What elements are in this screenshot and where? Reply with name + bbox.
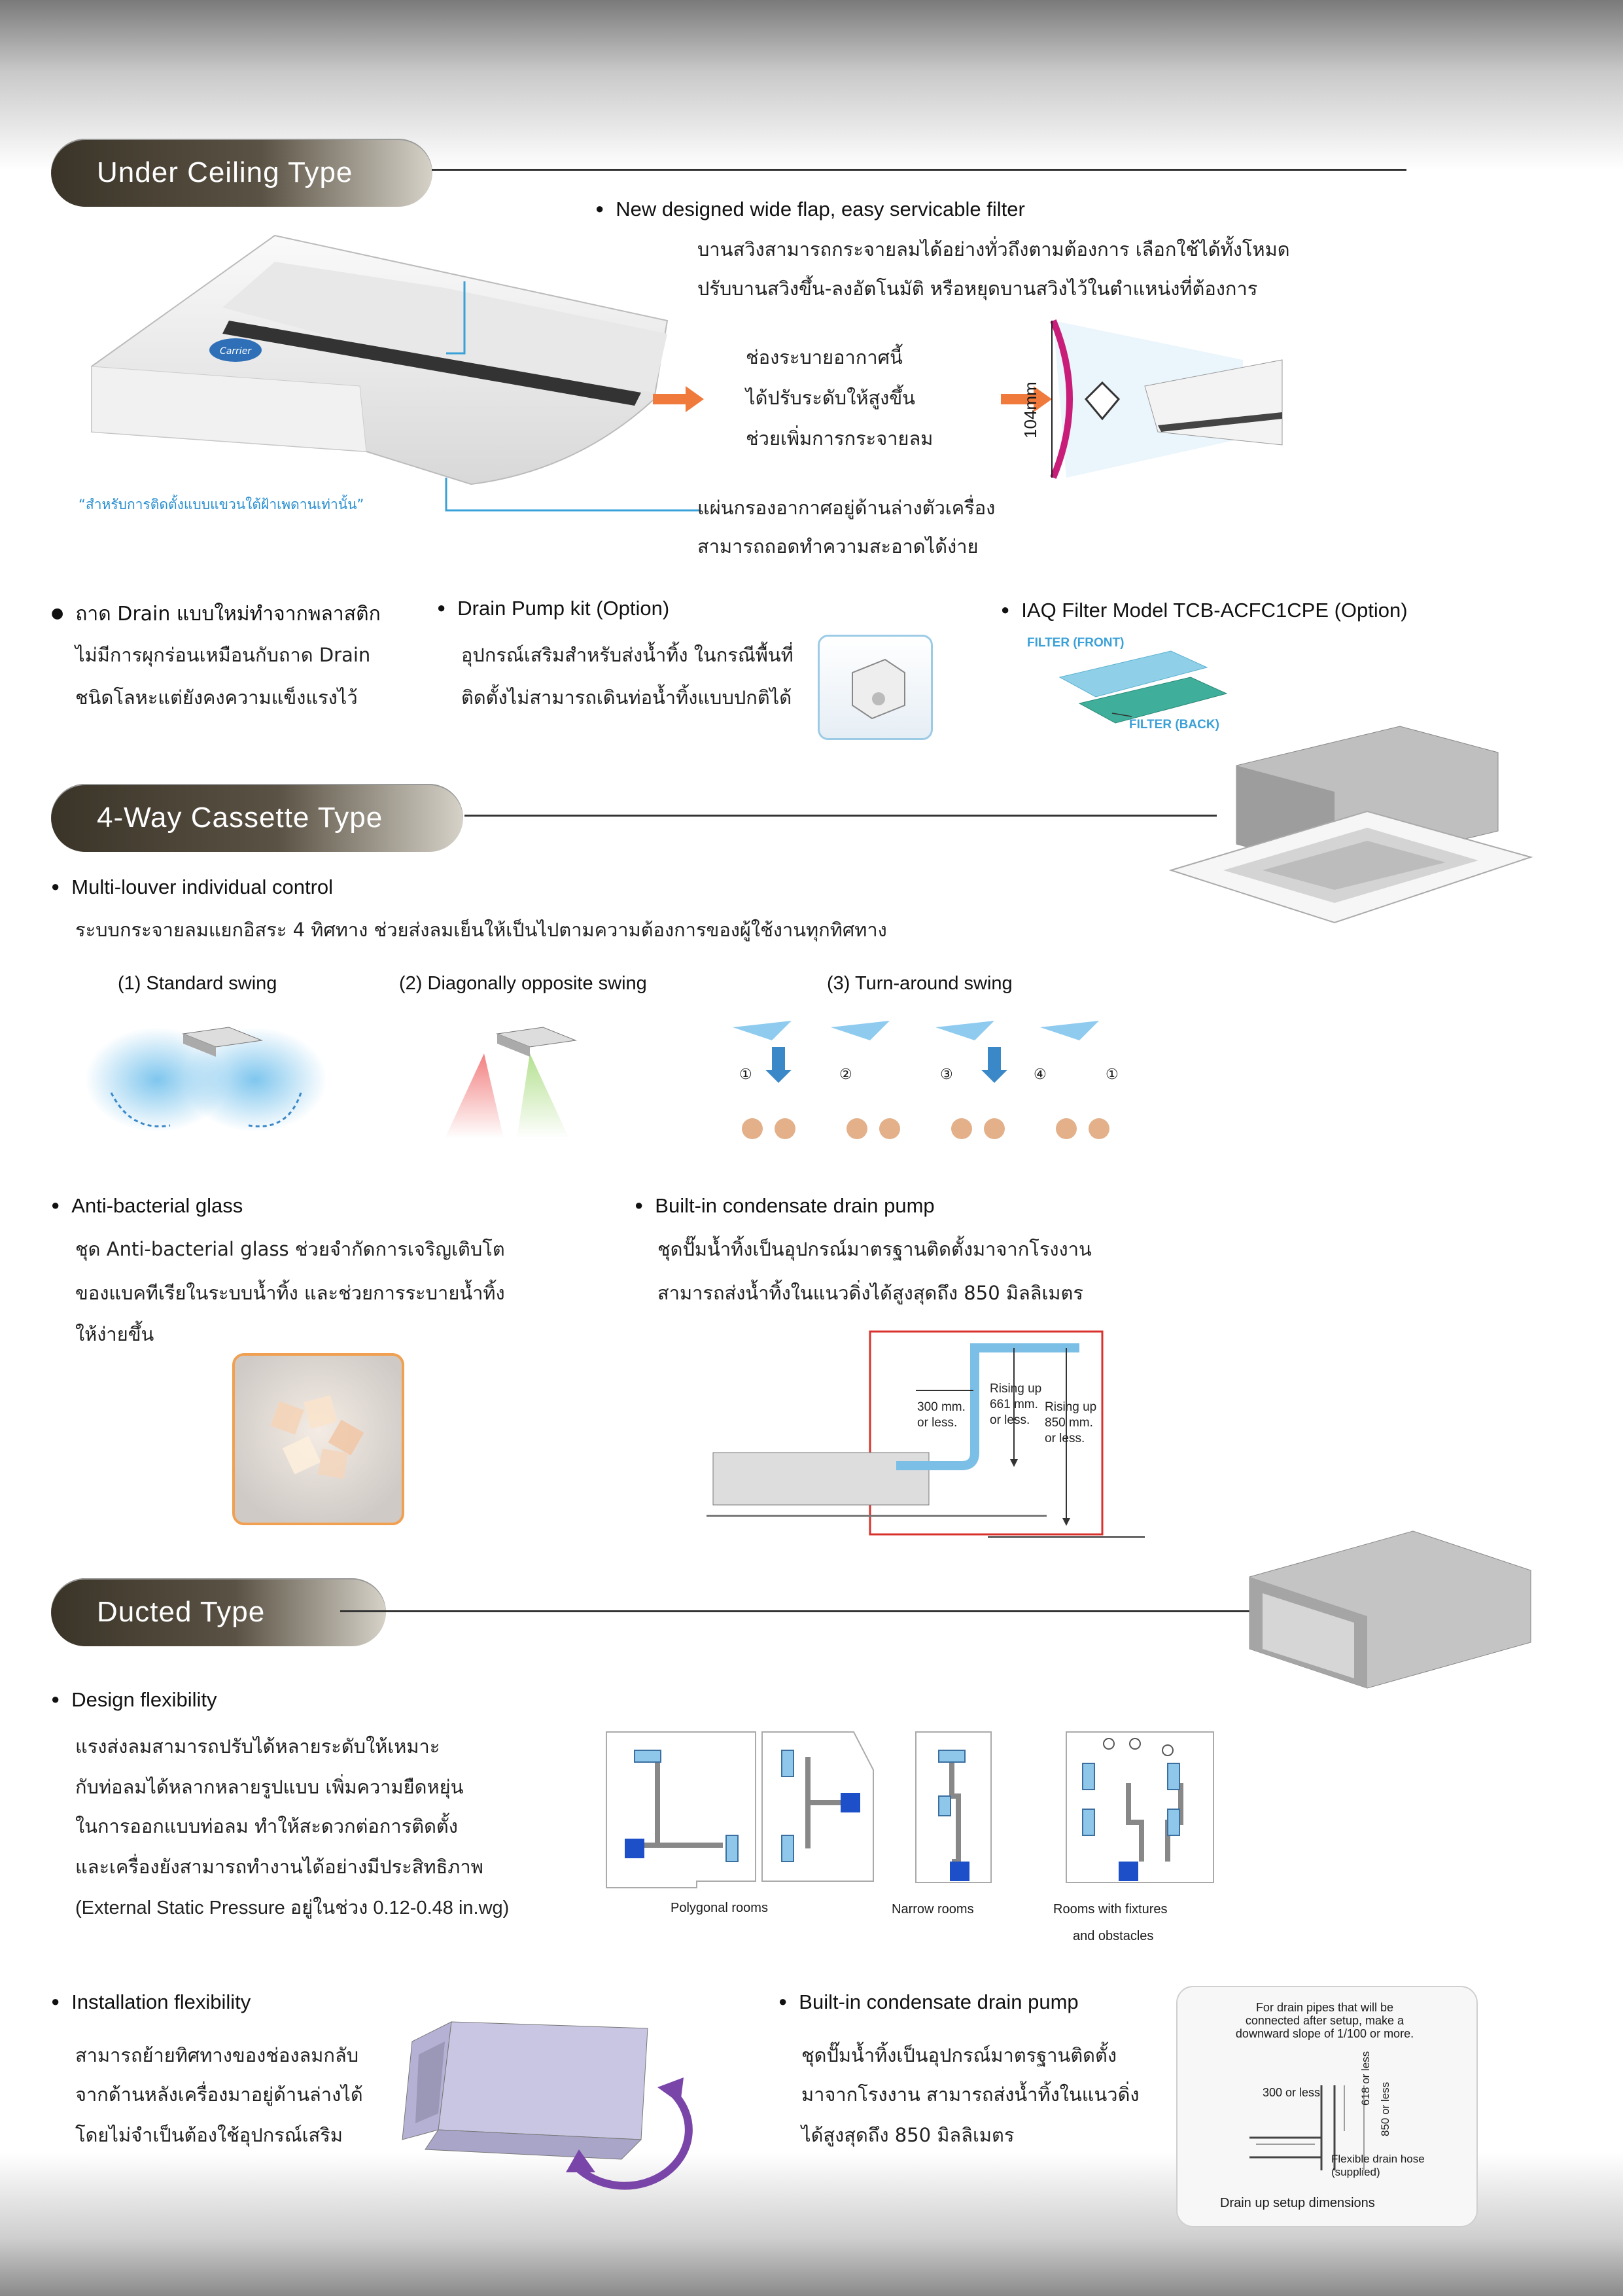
ducted-drain-pump-heading: Built-in condensate drain pump (778, 1990, 1078, 2014)
turn-step-2: ② (839, 1067, 852, 1083)
dimension-label-104mm: 104mm (1021, 381, 1040, 438)
ceiling-only-note: “สำหรับการติดตั้งแบบแขวนใต้ฝ้าเพดานเท่าน… (79, 497, 364, 512)
anti-bacterial-glass-image (232, 1353, 404, 1525)
turnaround-swing-illustration (733, 1021, 1109, 1139)
install-line-2: จากด้านหลังเครื่องมาอยู่ด้านล่างได้ (75, 2083, 363, 2106)
drain-horizontal-label: 300 or less (1263, 2086, 1321, 2099)
cassette-drain-diagram (707, 1330, 1145, 1538)
callout-line-flap (446, 281, 466, 355)
drain-note-line-3: downward slope of 1/100 or more. (1235, 2027, 1414, 2040)
multi-louver-heading: Multi-louver individual control (51, 875, 333, 899)
flap-line-1: บานสวิงสามารถกระจายลมได้อย่างทั่วถึงตามต… (697, 238, 1290, 260)
outlet-line-3: ช่วยเพิ่มการกระจายลม (746, 427, 934, 450)
drain-pump-kit-image (818, 635, 933, 740)
turn-step-5: ① (1106, 1067, 1119, 1083)
filter-front-label: FILTER (FRONT) (1027, 636, 1125, 650)
flap-line-2: ปรับบานสวิงขึ้น-ลงอัตโนมัติ หรือหยุดบานส… (697, 277, 1258, 300)
filter-back-label: FILTER (BACK) (1129, 718, 1219, 732)
drain-pump-kit-heading: Drain Pump kit (Option) (437, 597, 669, 620)
drain-note-line-2: connected after setup, make a (1245, 2014, 1405, 2027)
diag-850-less: or less. (1045, 1432, 1085, 1445)
diag-850-rising: Rising up (1045, 1400, 1097, 1414)
section-divider (432, 169, 1406, 171)
hose-line-1: Flexible drain hose (1331, 2153, 1425, 2165)
drain-tray-line-2: ชนิดโลหะแต่ยังคงความแข็งแรงไว้ (75, 686, 358, 709)
standard-swing-illustration (85, 1027, 327, 1132)
ducted-unit-image (1249, 1530, 1531, 1689)
room-layout-diagrams (606, 1731, 1214, 1888)
design-line-3: ในการออกแบบท่อลม ทำให้สะดวกต่อการติดตั้ง (75, 1815, 458, 1837)
drain-tray-heading: ถาด Drain แบบใหม่ทำจากพลาสติก (51, 599, 381, 629)
room-label-narrow: Narrow rooms (892, 1902, 974, 1916)
multi-louver-line: ระบบกระจายลมแยกอิสระ 4 ทิศทาง ช่วยส่งลมเ… (75, 919, 887, 941)
installation-flexibility-heading: Installation flexibility (51, 1990, 251, 2014)
drain-setup-note: For drain pipes that will be connected a… (1227, 2001, 1423, 2040)
arrow-icon (1001, 386, 1052, 412)
drain-setup-box (1176, 1986, 1478, 2227)
outlet-line-2: ได้ปรับระดับให้สูงขึ้น (746, 387, 915, 409)
filter-line-2: สามารถถอดทำความสะอาดได้ง่าย (697, 535, 979, 557)
anti-bacterial-line-2: ของแบคทีเรียในระบบน้ำทิ้ง และช่วยการระบา… (75, 1282, 505, 1304)
diag-661-rising: Rising up (990, 1382, 1042, 1396)
iaq-filter-heading: IAQ Filter Model TCB-ACFC1CPE (Option) (1001, 599, 1407, 622)
section-divider (340, 1610, 1256, 1612)
iaq-filter-image (1058, 650, 1228, 724)
drain-tray-line-1: ไม่มีการผุกร่อนเหมือนกับถาด Drain (75, 644, 371, 666)
outlet-line-1: ช่องระบายอากาศนี้ (746, 346, 903, 368)
section-title-under-ceiling: Under Ceiling Type (51, 139, 432, 207)
diagonal-swing-illustration (445, 1027, 577, 1139)
hose-line-2: (supplied) (1331, 2166, 1380, 2178)
under-ceiling-unit-image: Carrier (91, 234, 669, 486)
install-line-3: โดยไม่จำเป็นต้องใช้อุปกรณ์เสริม (75, 2124, 343, 2146)
diag-300mm-less: or less. (917, 1416, 958, 1430)
install-line-1: สามารถย้ายทิศทางของช่องลมกลับ (75, 2044, 359, 2066)
section-title-ducted: Ducted Type (51, 1578, 386, 1646)
flap-dimension-diagram (1050, 319, 1283, 479)
cassette-drain-pump-line-1: ชุดปั๊มน้ำทิ้งเป็นอุปกรณ์มาตรฐานติดตั้งม… (657, 1238, 1092, 1260)
swing-label-turnaround: (3) Turn-around swing (827, 973, 1013, 994)
design-line-1: แรงส่งลมสามารถปรับได้หลายระดับให้เหมาะ (75, 1735, 440, 1757)
flexible-hose-label: Flexible drain hose (supplied) (1331, 2153, 1425, 2179)
room-label-fixtures: Rooms with fixtures (1053, 1902, 1168, 1916)
section-title-cassette: 4-Way Cassette Type (51, 784, 463, 852)
room-label-obstacles: and obstacles (1073, 1929, 1154, 1943)
turn-step-3: ③ (940, 1067, 953, 1083)
turn-step-1: ① (739, 1067, 752, 1083)
anti-bacterial-heading: Anti-bacterial glass (51, 1194, 243, 1218)
callout-line-filter (445, 478, 700, 512)
design-line-5: (External Static Pressure อยู่ในช่วง 0.1… (75, 1898, 510, 1918)
drain-note-line-1: For drain pipes that will be (1255, 2001, 1394, 2014)
cassette-unit-image (1168, 726, 1533, 924)
room-label-polygonal: Polygonal rooms (671, 1901, 768, 1915)
diag-300mm: 300 mm. (917, 1400, 966, 1414)
diag-661mm: 661 mm. (990, 1398, 1038, 1411)
ducted-unit-rotation-image (402, 2021, 693, 2190)
ducted-drain-pump-line-2: มาจากโรงงาน สามารถส่งน้ำทิ้งในแนวดิ่ง (801, 2083, 1140, 2106)
ducted-drain-pump-line-1: ชุดปั๊มน้ำทิ้งเป็นอุปกรณ์มาตรฐานติดตั้ง (801, 2044, 1117, 2066)
section-divider (464, 815, 1217, 817)
drain-850-label: 850 or less (1379, 2081, 1391, 2136)
turn-step-4: ④ (1034, 1067, 1047, 1083)
drain-pump-kit-line-1: อุปกรณ์เสริมสำหรับส่งน้ำทิ้ง ในกรณีพื้นท… (461, 644, 794, 666)
drain-618-label: 618 or less (1359, 2051, 1372, 2106)
swing-label-standard: (1) Standard swing (118, 973, 277, 994)
carrier-logo: Carrier (220, 346, 252, 357)
arrow-icon (653, 386, 704, 412)
filter-line-1: แผ่นกรองอากาศอยู่ด้านล่างตัวเครื่อง (697, 497, 996, 519)
cassette-drain-pump-line-2: สามารถส่งน้ำทิ้งในแนวดิ่งได้สูงสุดถึง 85… (657, 1282, 1083, 1304)
anti-bacterial-line-1: ชุด Anti-bacterial glass ช่วยจำกัดการเจร… (75, 1238, 505, 1260)
anti-bacterial-line-3: ให้ง่ายขึ้น (75, 1323, 154, 1345)
diag-661-less: or less. (990, 1413, 1030, 1427)
flap-heading: New designed wide flap, easy servicable … (595, 198, 1024, 221)
design-flexibility-heading: Design flexibility (51, 1688, 217, 1712)
swing-label-diagonal: (2) Diagonally opposite swing (399, 973, 647, 994)
diag-850mm: 850 mm. (1045, 1416, 1093, 1430)
design-line-2: กับท่อลมได้หลากหลายรูปแบบ เพิ่มความยืดหย… (75, 1776, 464, 1798)
design-line-4: และเครื่องยังสามารถทำงานได้อย่างมีประสิท… (75, 1856, 483, 1878)
ducted-drain-pump-line-3: ได้สูงสุดถึง 850 มิลลิเมตร (801, 2124, 1015, 2146)
drain-pump-kit-line-2: ติดตั้งไม่สามารถเดินท่อน้ำทิ้งแบบปกติได้ (461, 686, 792, 709)
drain-setup-caption: Drain up setup dimensions (1220, 2196, 1375, 2210)
cassette-drain-pump-heading: Built-in condensate drain pump (635, 1194, 934, 1218)
